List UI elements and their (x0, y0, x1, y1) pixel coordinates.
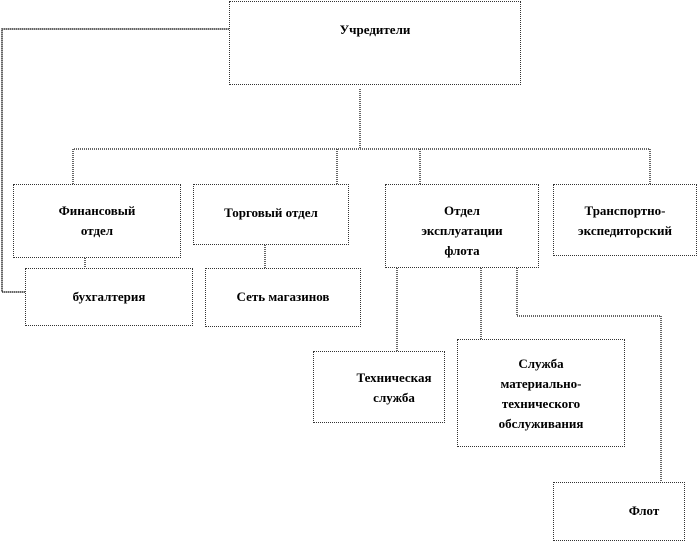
node-founders: Учредители (229, 1, 521, 85)
node-label: Торговый отдел (224, 205, 318, 220)
node-label: Служба материально- технического обслужи… (498, 356, 584, 431)
node-label: Техническая служба (356, 370, 432, 405)
node-label: Сеть магазинов (236, 289, 330, 304)
node-accounting: бухгалтерия (25, 268, 193, 326)
connector-founders-accounting (1, 28, 229, 293)
node-logistics: Служба материально- технического обслужи… (457, 339, 625, 447)
node-fleet: Флот (553, 482, 685, 541)
node-label: Транспортно- экспедиторский (578, 203, 672, 238)
node-stores: Сеть магазинов (205, 268, 361, 327)
node-fleet-ops: Отдел эксплуатации флота (385, 184, 539, 268)
connector-fleet (516, 268, 662, 482)
node-label: Учредители (339, 22, 411, 37)
node-finance: Финансовый отдел (13, 184, 181, 258)
node-label: Отдел эксплуатации флота (421, 203, 503, 258)
node-label: бухгалтерия (72, 289, 146, 304)
node-technical: Техническая служба (313, 351, 445, 423)
node-label: Финансовый отдел (58, 203, 136, 238)
node-label: Флот (628, 503, 660, 518)
connector-bus (72, 148, 651, 184)
node-trade: Торговый отдел (193, 184, 349, 245)
node-transport: Транспортно- экспедиторский (553, 184, 697, 256)
